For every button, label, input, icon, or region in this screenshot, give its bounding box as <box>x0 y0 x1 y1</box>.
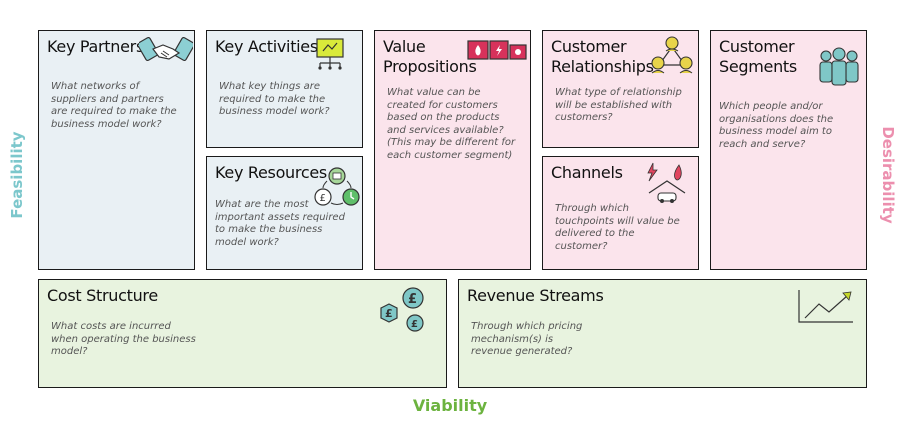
house-energy-icon <box>647 162 686 203</box>
resources-cycle-icon: £ <box>314 167 360 206</box>
key-resources-desc: What are the most important assets requi… <box>215 199 345 248</box>
key-resources-title: Key Resources <box>215 163 327 182</box>
channels-desc: Through which touchpoints will value be … <box>555 203 680 252</box>
customer-segments-title: Customer Segments <box>719 37 797 77</box>
customer-relationships-block: Customer Relationships What type of rela… <box>542 30 699 148</box>
people-group-icon <box>819 47 859 86</box>
channels-block: Channels Through which touchpoints will … <box>542 156 699 270</box>
value-propositions-desc: What value can be created for customers … <box>387 87 516 161</box>
handshake-icon <box>139 36 193 62</box>
cost-structure-block: Cost Structure What costs are incurred w… <box>38 279 447 388</box>
key-activities-block: Key Activities What key things are requi… <box>206 30 363 148</box>
cost-structure-title: Cost Structure <box>47 286 158 305</box>
value-propositions-title: Value Propositions <box>383 37 477 77</box>
flowchart-icon <box>316 38 344 70</box>
value-propositions-title-line1: Value <box>383 37 426 56</box>
revenue-streams-desc: Through which pricing mechanism(s) is re… <box>471 321 583 357</box>
value-propositions-title-line2: Propositions <box>383 57 477 76</box>
key-activities-desc: What key things are required to make the… <box>219 81 330 117</box>
customer-relationships-title: Customer Relationships <box>551 37 654 77</box>
customer-segments-title-line1: Customer <box>719 37 795 56</box>
customer-segments-block: Customer Segments Which people and/or or… <box>710 30 867 270</box>
desirability-label: Desirability <box>879 126 897 224</box>
svg-text:£: £ <box>320 193 326 204</box>
key-partners-block: Key Partners What networks of suppliers … <box>38 30 195 270</box>
customer-relationships-title-line2: Relationships <box>551 57 654 76</box>
customer-relationships-desc: What type of relationship will be establ… <box>555 87 682 123</box>
utility-boxes-icon <box>467 40 527 60</box>
network-people-icon <box>651 36 693 74</box>
key-activities-title: Key Activities <box>215 37 318 56</box>
svg-text:£: £ <box>411 319 418 330</box>
feasibility-label: Feasibility <box>8 131 26 219</box>
svg-text:£: £ <box>385 307 393 320</box>
customer-segments-desc: Which people and/or organisations does t… <box>719 101 834 150</box>
revenue-streams-block: Revenue Streams Through which pricing me… <box>458 279 867 388</box>
key-partners-title: Key Partners <box>47 37 144 56</box>
channels-title: Channels <box>551 163 623 182</box>
customer-segments-title-line2: Segments <box>719 57 797 76</box>
svg-text:£: £ <box>408 292 417 307</box>
customer-relationships-title-line1: Customer <box>551 37 627 56</box>
viability-label: Viability <box>412 396 488 415</box>
value-propositions-block: Value Propositions What value can be cre… <box>374 30 531 270</box>
cost-structure-desc: What costs are incurred when operating t… <box>51 321 196 357</box>
rising-chart-icon <box>798 290 853 323</box>
key-resources-block: Key Resources What are the most importan… <box>206 156 363 270</box>
revenue-streams-title: Revenue Streams <box>467 286 604 305</box>
key-partners-desc: What networks of suppliers and partners … <box>51 81 177 130</box>
pound-coins-icon: £ £ £ <box>380 287 424 332</box>
